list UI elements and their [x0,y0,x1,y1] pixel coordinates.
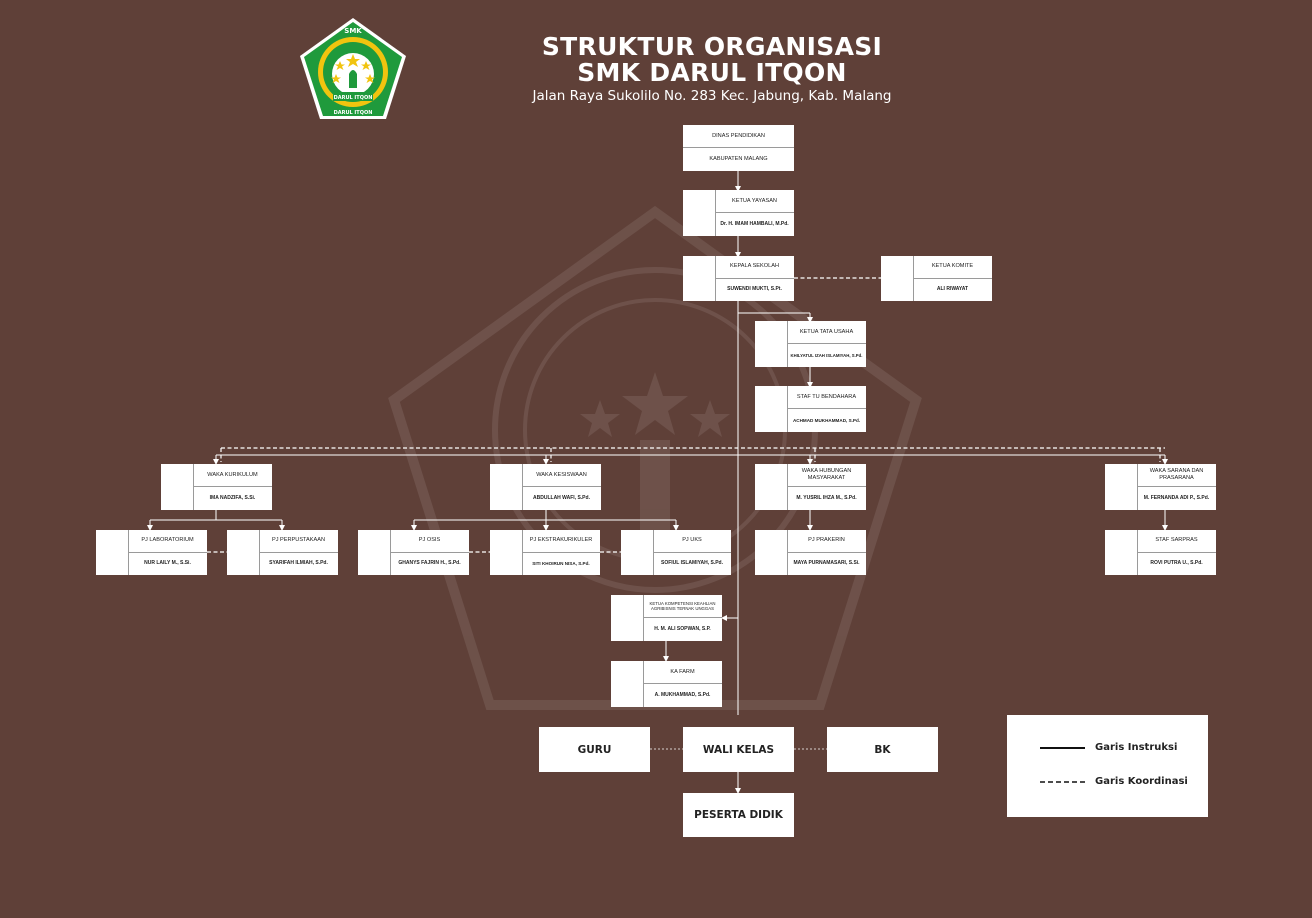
photo-placeholder [881,256,914,301]
node-kepala-sekolah: KEPALA SEKOLAH SUWENDI MUKTI, S.Pt. [683,256,794,301]
node-waka-sarpras: WAKA SARANA DAN PRASARANA M. FERNANDA AD… [1105,464,1216,510]
node-title: KETUA KOMPETENSI KEAHLIAN AGRIBISNIS TER… [643,595,722,618]
legend-item-dashed: Garis Koordinasi [1040,776,1188,787]
solid-line-swatch [1040,746,1085,749]
node-title: PJ LABORATORIUM [128,530,207,553]
node-title: WAKA HUBUNGAN MASYARAKAT [787,464,866,487]
photo-placeholder [227,530,260,575]
node-staf-tu-bendahara: STAF TU BENDAHARA ACHMAD MUKHAMMAD, S.Pd… [755,386,866,432]
node-title: WAKA SARANA DAN PRASARANA [1137,464,1216,487]
node-pj-perpustakaan: PJ PERPUSTAKAAN SYARIFAH ILMIAH, S.Pd. [227,530,338,575]
photo-placeholder [358,530,391,575]
node-name: SOFIUL ISLAMIYAH, S.Pd. [661,560,723,567]
logo-bottom-text: DARUL ITQON [334,110,373,116]
node-name: GHANYS FAJRIN H., S.Pd. [398,560,461,567]
node-waka-kesiswaan: WAKA KESISWAAN ABDULLAH WAFI, S.Pd. [490,464,601,510]
photo-placeholder [683,256,716,301]
photo-placeholder [490,530,523,575]
logo-top-text: SMK [344,27,362,35]
photo-placeholder [1105,530,1138,575]
node-title: PJ PERPUSTAKAAN [259,530,338,553]
photo-placeholder [755,530,788,575]
node-name: M. FERNANDA ADI P., S.Pd. [1143,495,1210,501]
chart-title-line2: SMK DARUL ITQON [577,58,847,87]
node-title: WAKA KURIKULUM [193,464,272,487]
node-pj-prakerin: PJ PRAKERIN MAYA PURNAMASARI, S.Si. [755,530,866,575]
node-wali-kelas: WALI KELAS [683,727,794,772]
node-name: MAYA PURNAMASARI, S.Si. [793,560,860,567]
node-peserta-didik: PESERTA DIDIK [683,793,794,837]
node-ketua-tata-usaha: KETUA TATA USAHA KHILYATUL IZAH ISLAMIYA… [755,321,866,367]
node-pj-uks: PJ UKS SOFIUL ISLAMIYAH, S.Pd. [621,530,731,575]
node-title: STAF SARPRAS [1137,530,1216,553]
node-name: SITI KHOIRUN NISA, S.Pd. [532,561,590,567]
logo-banner-text: DARUL ITQON [334,95,373,101]
photo-placeholder [161,464,194,510]
node-title: STAF TU BENDAHARA [787,386,866,409]
node-dinas-pendidikan: DINAS PENDIDIKAN KABUPATEN MALANG [683,125,794,171]
node-name: ABDULLAH WAFI, S.Pd. [533,495,590,501]
node-title: KETUA KOMITE [913,256,992,279]
legend-dashed-label: Garis Koordinasi [1095,776,1188,787]
node-ka-farm: KA FARM A. MUKHAMMAD, S.Pd. [611,661,722,707]
node-title: PJ OSIS [390,530,469,553]
node-name: NUR LAILY M., S.Si. [144,560,191,567]
node-pj-osis: PJ OSIS GHANYS FAJRIN H., S.Pd. [358,530,469,575]
photo-placeholder [611,661,644,707]
dashed-line-swatch [1040,780,1085,783]
node-name: A. MUKHAMMAD, S.Pd. [654,692,711,698]
photo-placeholder [490,464,523,510]
node-name: ROVI PUTRA U., S.Pd. [1150,560,1203,567]
node-title: KETUA TATA USAHA [787,321,866,344]
node-pj-laboratorium: PJ LABORATORIUM NUR LAILY M., S.Si. [96,530,207,575]
node-name: H. M. ALI SOPWAN, S.P. [654,626,711,632]
school-logo: SMK DARUL ITQON DARUL ITQON [300,18,406,119]
node-ketua-yayasan: KETUA YAYASAN Dr. H. IMAM HAMBALI, M.Pd. [683,190,794,236]
photo-placeholder [611,595,644,641]
node-waka-kurikulum: WAKA KURIKULUM IMA NADZIFA, S.Si. [161,464,272,510]
node-title: PJ EKSTRAKURIKULER [522,530,600,553]
photo-placeholder [621,530,654,575]
node-name: KHILYATUL IZAH ISLAMIYAH, S.Pd. [790,353,863,358]
photo-placeholder [755,321,788,367]
node-name: ACHMAD MUKHAMMAD, S.Pd. [792,418,861,423]
node-bk: BK [827,727,938,772]
photo-placeholder [1105,464,1138,510]
node-ketua-komite: KETUA KOMITE ALI RIWAYAT [881,256,992,301]
photo-placeholder [96,530,129,575]
photo-placeholder [683,190,716,236]
legend-item-solid: Garis Instruksi [1040,742,1177,753]
node-title: KETUA YAYASAN [715,190,794,213]
node-pj-ekstrakurikuler: PJ EKSTRAKURIKULER SITI KHOIRUN NISA, S.… [490,530,600,575]
node-name: M. YUSRIL IHZA M., S.Pd. [796,495,857,501]
node-name: KABUPATEN MALANG [709,156,768,162]
node-title: WAKA KESISWAAN [522,464,601,487]
node-name: SYARIFAH ILMIAH, S.Pd. [269,560,328,567]
legend: Garis Instruksi Garis Koordinasi [1007,715,1208,817]
address-subtitle: Jalan Raya Sukolilo No. 283 Kec. Jabung,… [532,88,892,104]
node-ketua-kompetensi-keahlian: KETUA KOMPETENSI KEAHLIAN AGRIBISNIS TER… [611,595,722,641]
node-guru: GURU [539,727,650,772]
legend-solid-label: Garis Instruksi [1095,742,1178,753]
chart-title-line1: STRUKTUR ORGANISASI [541,32,883,61]
node-name: Dr. H. IMAM HAMBALI, M.Pd. [720,221,789,227]
node-title: PJ PRAKERIN [787,530,866,553]
node-title: KEPALA SEKOLAH [715,256,794,279]
node-name: IMA NADZIFA, S.Si. [209,495,256,501]
photo-placeholder [755,386,788,432]
node-staf-sarpras: STAF SARPRAS ROVI PUTRA U., S.Pd. [1105,530,1216,575]
node-title: KA FARM [643,661,722,684]
node-title: DINAS PENDIDIKAN [683,125,794,148]
photo-placeholder [755,464,788,510]
node-name: SUWENDI MUKTI, S.Pt. [727,286,782,293]
node-name: ALI RIWAYAT [936,286,969,293]
node-title: PJ UKS [653,530,731,553]
node-waka-humas: WAKA HUBUNGAN MASYARAKAT M. YUSRIL IHZA … [755,464,866,510]
